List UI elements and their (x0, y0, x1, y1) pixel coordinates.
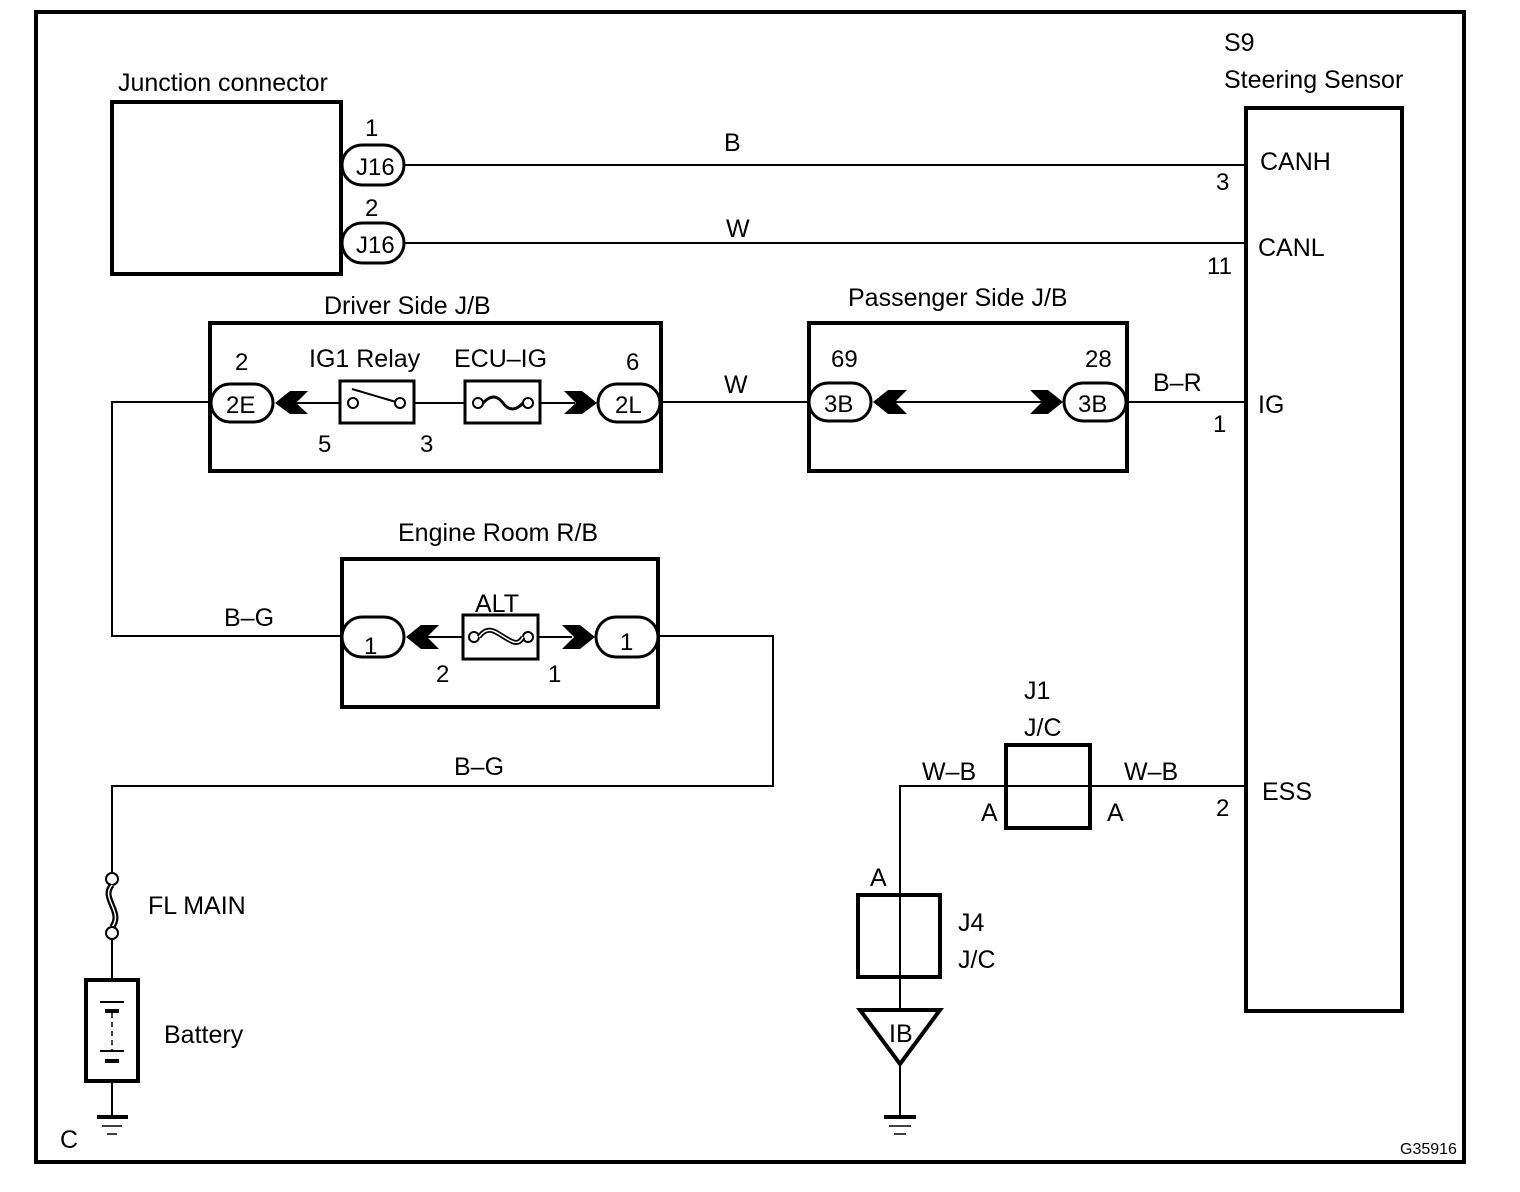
relay-terminal-right (394, 397, 406, 409)
fl-main-icon-inner (107, 884, 117, 928)
ground-point-ib-label: IB (889, 1020, 913, 1048)
relay-pin-5: 5 (318, 431, 331, 458)
fuse-terminal-right (522, 397, 534, 409)
j4-pin-top: A (870, 864, 887, 892)
fl-main-label: FL MAIN (148, 892, 246, 920)
battery-icon (84, 978, 140, 1083)
alt-fuse-element (476, 627, 526, 645)
steering-sensor-code: S9 (1224, 29, 1255, 57)
terminal-canh: CANH (1260, 148, 1331, 176)
engine-room-connector-left-label: 1 (364, 633, 377, 660)
j4-type: J/C (958, 946, 996, 974)
connector-j16-1-label: J16 (356, 154, 395, 181)
driver-jb-pin-2: 2 (235, 349, 248, 376)
connector-j16-2-label: J16 (356, 232, 395, 259)
passenger-jb-pin-28: 28 (1085, 346, 1112, 373)
wire-canl-color: W (726, 215, 750, 243)
j1-pin-right: A (1107, 799, 1124, 827)
relay-switch-arm (351, 388, 397, 403)
corner-label: C (60, 1126, 78, 1154)
alt-terminal-right (522, 631, 534, 643)
wire-passenger-ig-color: B–R (1153, 369, 1202, 397)
relay-terminal-left (347, 397, 359, 409)
engine-room-left-arrow-icon (406, 625, 439, 649)
j4-code: J4 (958, 909, 985, 937)
battery-label: Battery (164, 1021, 244, 1049)
driver-jb-pin-6: 6 (626, 349, 639, 376)
driver-jb-title: Driver Side J/B (324, 292, 491, 320)
fl-main-terminal-bottom (105, 926, 119, 940)
wire-driver-passenger-color: W (724, 371, 748, 399)
driver-jb-box (208, 321, 663, 473)
connector-3b-left-arrow-icon (873, 390, 907, 414)
terminal-ess: ESS (1262, 778, 1312, 806)
figure-id: G35916 (1400, 1141, 1457, 1158)
ecu-ig-fuse-label: ECU–IG (454, 345, 547, 373)
ib-ground-icon (884, 1115, 916, 1135)
passenger-jb-title: Passenger Side J/B (848, 284, 1068, 312)
connector-2l-label: 2L (615, 392, 642, 419)
connector-2l-arrow-icon (564, 391, 597, 414)
connector-2e-label: 2E (226, 392, 255, 419)
fuse-element (481, 395, 525, 411)
wire-engine-room-fl-main (111, 635, 774, 872)
j1-type: J/C (1024, 714, 1062, 742)
connector-2e-arrow-icon (275, 391, 308, 414)
terminal-canl-pin: 11 (1207, 253, 1232, 280)
alt-terminal-left (468, 631, 480, 643)
terminal-ig-pin: 1 (1213, 411, 1226, 438)
ig1-relay-label: IG1 Relay (309, 345, 421, 373)
wire-j1-left-color: W–B (922, 758, 976, 786)
terminal-ig: IG (1258, 391, 1284, 419)
junction-connector-box (110, 100, 343, 276)
wire-engine-room-fl-main-color: B–G (454, 753, 504, 781)
connector-3b-left-label: 3B (824, 391, 853, 418)
connector-3b-left (807, 381, 873, 423)
engine-room-right-arrow-icon (562, 625, 595, 649)
wire-canh-color: B (724, 129, 741, 157)
j1-pin-left: A (981, 799, 998, 827)
ground-point-ib-icon (856, 1008, 944, 1068)
steering-sensor-box (1244, 106, 1404, 1013)
passenger-jb-pin-69: 69 (831, 346, 858, 373)
relay-pin-3: 3 (420, 431, 433, 458)
j4-box (856, 893, 942, 979)
battery-ground-icon (97, 1115, 128, 1135)
junction-pin-2: 2 (365, 195, 378, 222)
terminal-canl: CANL (1258, 234, 1325, 262)
j1-code: J1 (1024, 677, 1050, 705)
connector-3b-right-arrow-icon (1030, 390, 1063, 414)
alt-fuse-label: ALT (475, 590, 519, 618)
engine-room-pin-1: 1 (548, 661, 561, 688)
connector-3b-right-label: 3B (1078, 391, 1107, 418)
terminal-ess-pin: 2 (1216, 795, 1229, 822)
steering-sensor-title: Steering Sensor (1224, 66, 1403, 94)
engine-room-connector-right-label: 1 (620, 629, 633, 656)
engine-room-connector-left (340, 615, 406, 659)
alt-fuse-element-inner (478, 629, 524, 644)
engine-room-rb-title: Engine Room R/B (398, 519, 598, 547)
junction-pin-1: 1 (365, 115, 378, 142)
terminal-canh-pin: 3 (1216, 169, 1229, 196)
engine-room-pin-2: 2 (436, 661, 449, 688)
fuse-terminal-left (472, 397, 484, 409)
diagram-frame (34, 10, 1466, 1164)
wire-driver-engine-room-color: B–G (224, 604, 274, 632)
wire-ess-ground (899, 785, 1246, 1010)
wire-j1-right-color: W–B (1124, 758, 1178, 786)
wire-driver-engine-room (111, 401, 342, 637)
fl-main-terminal-top (105, 872, 119, 886)
junction-connector-title: Junction connector (118, 69, 328, 97)
